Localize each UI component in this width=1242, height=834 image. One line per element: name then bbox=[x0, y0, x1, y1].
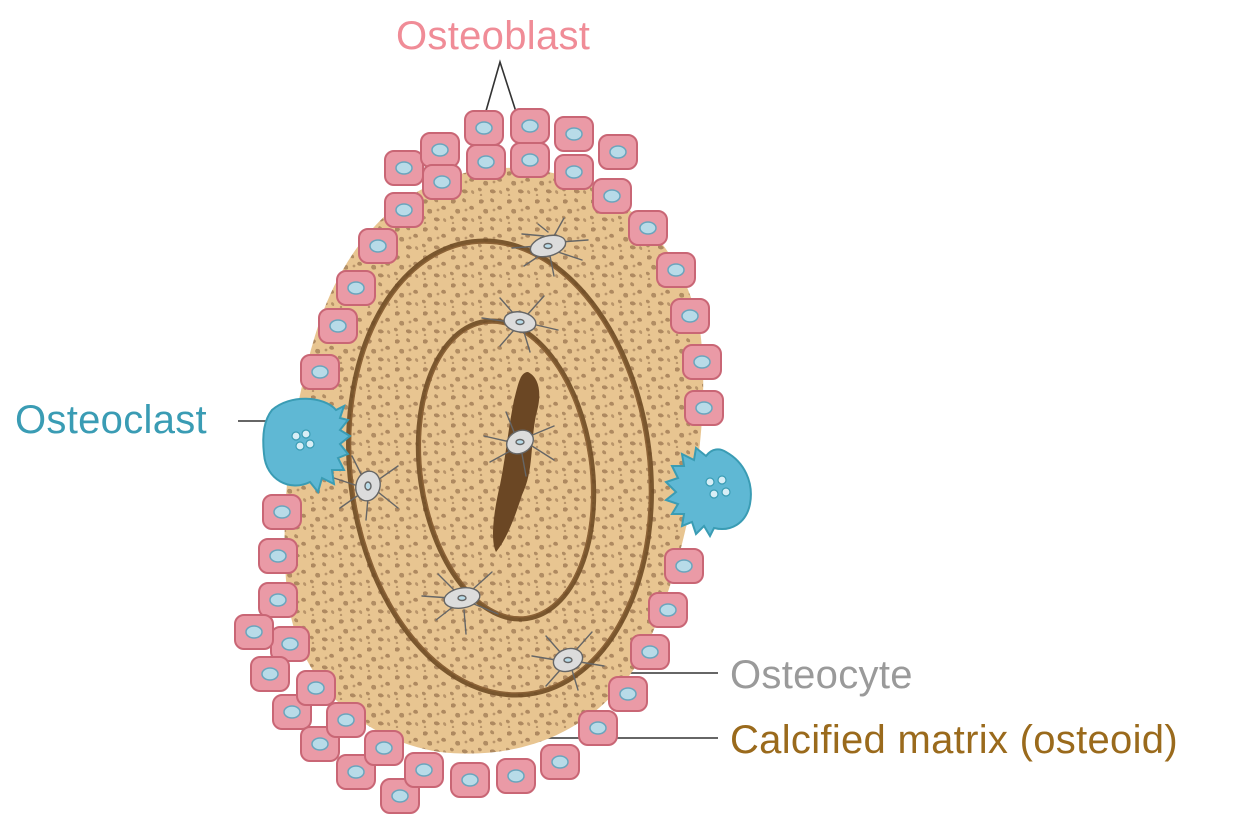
osteoblast-cell bbox=[296, 670, 336, 706]
osteoblast-cell bbox=[336, 270, 376, 306]
osteoblast-cell bbox=[510, 142, 550, 178]
osteocytes bbox=[333, 217, 605, 691]
osteocyte-cell bbox=[511, 217, 589, 277]
osteoblast-cell bbox=[598, 134, 638, 170]
osteoblast-cell bbox=[380, 778, 420, 814]
calcified-matrix-label: Calcified matrix (osteoid) bbox=[730, 718, 1178, 762]
osteoblast-cell bbox=[250, 656, 290, 692]
osteoblast-cell bbox=[630, 634, 670, 670]
osteoblast-cell bbox=[358, 228, 398, 264]
osteoblast-cell bbox=[464, 110, 504, 146]
osteoblast-cell bbox=[608, 676, 648, 712]
osteoclast-left bbox=[262, 397, 352, 495]
osteoblast-cell bbox=[318, 308, 358, 344]
osteoblast-cell bbox=[420, 132, 460, 168]
lamellae bbox=[346, 238, 654, 698]
osteocyte-cell bbox=[481, 295, 559, 353]
osteoblast-cell bbox=[466, 144, 506, 180]
osteoblast-cell bbox=[554, 116, 594, 152]
osteoblast-cell bbox=[258, 538, 298, 574]
osteoblast-cell bbox=[628, 210, 668, 246]
osteoblast-cell bbox=[540, 744, 580, 780]
osteoblast-cell bbox=[554, 154, 594, 190]
osteoblast-cell bbox=[670, 298, 710, 334]
osteoblast-cell bbox=[496, 758, 536, 794]
osteocyte-cell bbox=[531, 631, 605, 691]
central-canal bbox=[493, 372, 540, 552]
osteoblast-cell bbox=[664, 548, 704, 584]
osteoblast-cell bbox=[422, 164, 462, 200]
osteoblast-cell bbox=[684, 390, 724, 426]
osteoblast-cell bbox=[258, 582, 298, 618]
osteoblast-cell bbox=[234, 614, 274, 650]
osteoblast-cell bbox=[270, 626, 310, 662]
osteoblast-cell bbox=[578, 710, 618, 746]
osteoblast-cell bbox=[510, 108, 550, 144]
osteoclast-label: Osteoclast bbox=[15, 398, 207, 442]
osteoblast-cell bbox=[384, 150, 424, 186]
osteoclast-right bbox=[663, 446, 752, 539]
osteoblast-cell bbox=[364, 730, 404, 766]
osteoblast-label: Osteoblast bbox=[396, 14, 591, 58]
osteocyte-cell bbox=[333, 455, 399, 521]
osteocyte-cell bbox=[483, 411, 555, 477]
osteoblast-cell bbox=[384, 192, 424, 228]
osteoblast-cell bbox=[450, 762, 490, 798]
osteoblast-cell bbox=[404, 752, 444, 788]
osteocyte-cell bbox=[421, 571, 499, 635]
osteoblast-cell bbox=[682, 344, 722, 380]
osteoblast-layer bbox=[234, 108, 724, 814]
osteoblast-leader-line bbox=[483, 59, 519, 119]
osteoblast-cell bbox=[648, 592, 688, 628]
osteoblast-cell bbox=[300, 354, 340, 390]
osteoblast-cell bbox=[656, 252, 696, 288]
osteocyte-label: Osteocyte bbox=[730, 653, 913, 697]
osteoblast-cell bbox=[592, 178, 632, 214]
osteoblast-cell bbox=[262, 494, 302, 530]
osteoblast-cell bbox=[326, 702, 366, 738]
osteoblast-cell bbox=[336, 754, 376, 790]
